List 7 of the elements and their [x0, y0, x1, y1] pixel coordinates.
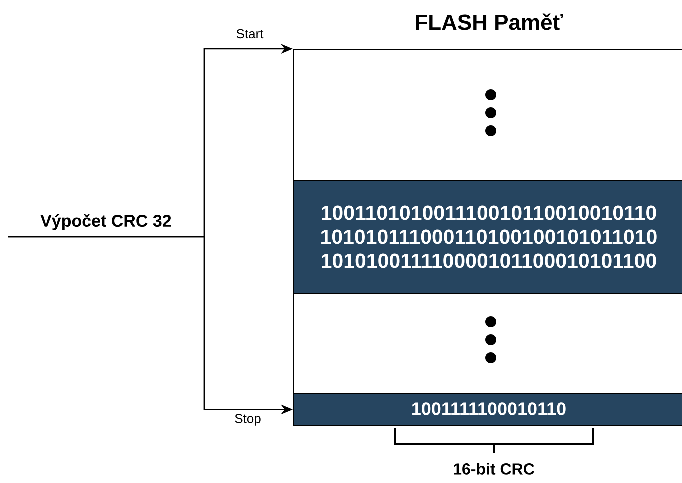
bare-label: Výpočet CRC 32 [40, 214, 172, 230]
crc-band: 1001111100010110 [293, 393, 682, 426]
edge-label: Start [236, 29, 264, 39]
bracket-label: 16-bit CRC [454, 463, 534, 475]
edge-label: Stop [235, 414, 261, 426]
data-band: 100110101001110010110010010110 101010111000110100100101011010 101010011110000101100010101100 [293, 180, 682, 294]
node-label: FLASH Paměť [416, 14, 564, 30]
